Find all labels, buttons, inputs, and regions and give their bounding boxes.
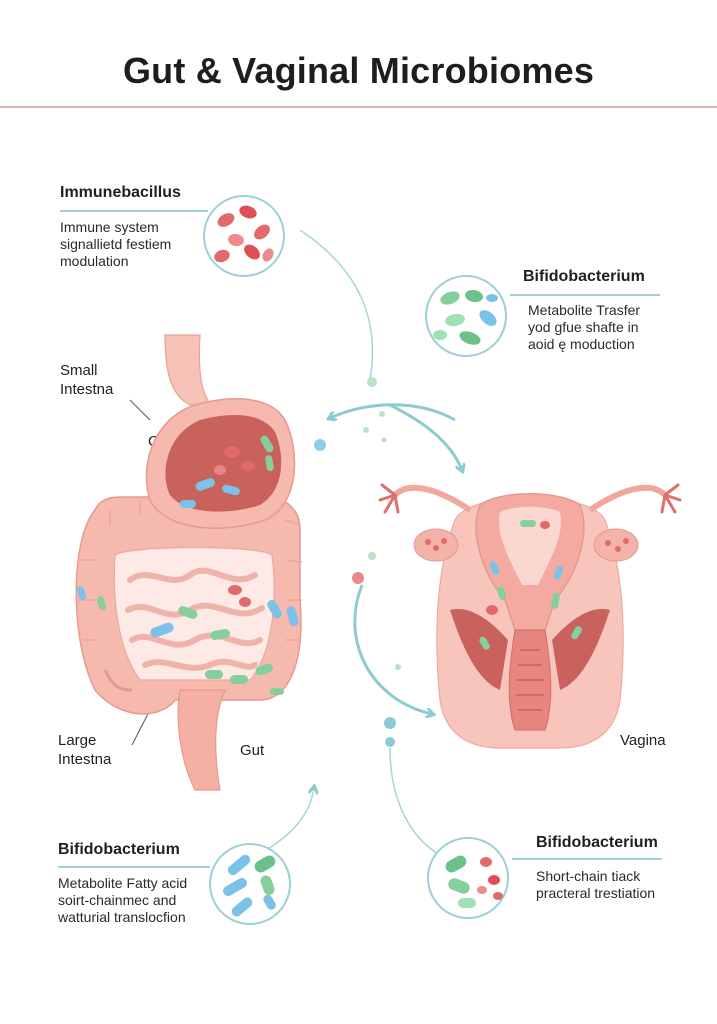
arrow-lower-right — [353, 584, 432, 714]
page-title: Gut & Vaginal Microbiomes — [122, 50, 595, 91]
arrow-upper-left — [330, 403, 456, 420]
callout-bifido-bottom-right-line — [512, 858, 662, 860]
circle-bifido-bottom-right — [427, 837, 509, 919]
arrow-upper-right — [389, 403, 462, 470]
callout-immunebacillus-line — [60, 210, 208, 212]
connector-immune-to-gut — [299, 229, 374, 381]
callout-bifido-bottom-right-title: Bifidobacterium — [536, 834, 658, 851]
callout-bifido-bottom-left-title: Bifidobacterium — [58, 841, 180, 858]
callout-bifido-top-right-line — [510, 294, 660, 296]
connector-lower-right — [389, 747, 446, 859]
circle-bifido-bottom-left — [209, 843, 291, 925]
label-small-intestine: Small Intestna — [60, 362, 114, 398]
connector-small-intestine — [129, 399, 151, 421]
callout-bifido-top-right-description: Metabolite Trasfer yod gfue shafte in ao… — [528, 302, 641, 352]
label-gut-lower: Gut — [240, 742, 265, 759]
callout-bifido-bottom-left-line — [58, 866, 210, 868]
circle-bifido-top-right — [425, 275, 507, 357]
callout-immunebacillus-title: Immunebacillus — [60, 184, 181, 201]
label-vagina: Vagina — [620, 732, 666, 749]
callout-immunebacillus-description: Immune system signallietd festiem modula… — [60, 219, 172, 269]
title-divider — [0, 106, 717, 108]
callout-bifido-bottom-right-description: Short-chain tiack practeral trestiation — [536, 868, 656, 901]
gut-illustration — [75, 334, 303, 791]
label-large-intestine: Large Intestna — [58, 732, 112, 768]
circle-immunebacillus — [203, 195, 285, 277]
vagina-illustration — [378, 483, 682, 749]
callout-bifido-top-right-title: Bifidobacterium — [523, 268, 645, 285]
callout-bifido-bottom-left-description: Metabolite Fatty acid soirt-chainmec and… — [58, 875, 188, 925]
floating-bacteria-dots — [314, 377, 401, 747]
